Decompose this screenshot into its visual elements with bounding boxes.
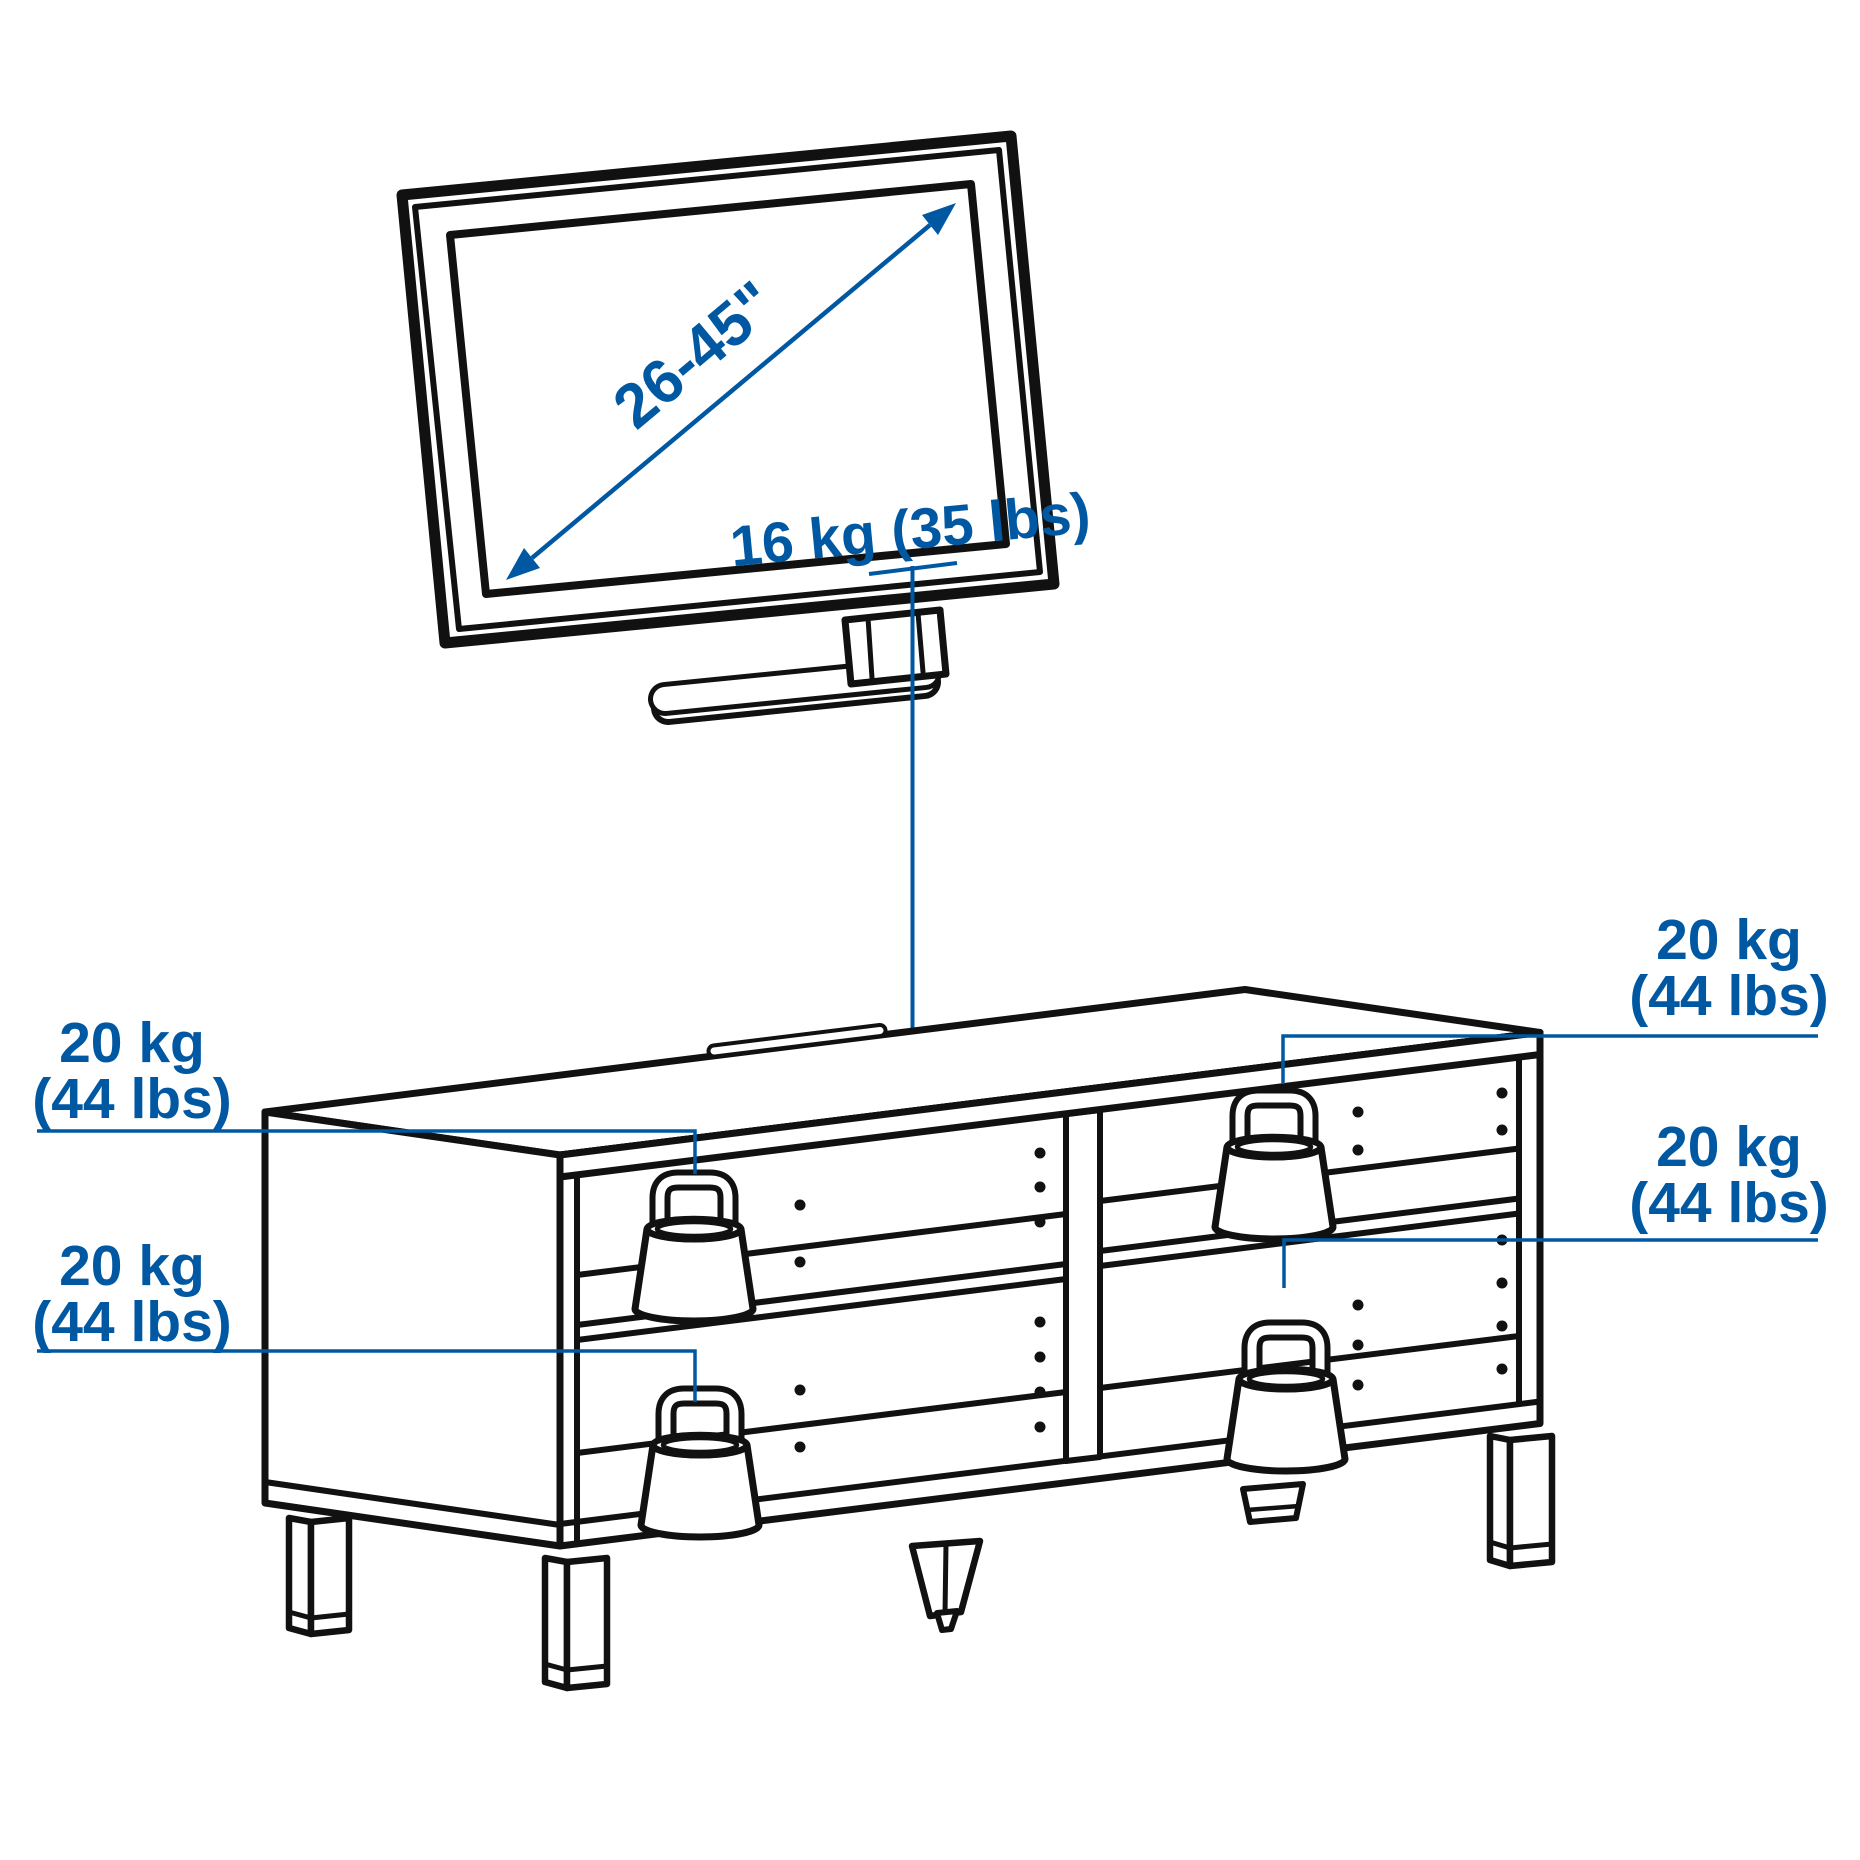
leader-lines [37,1034,1818,1402]
tv-bench [261,986,1556,1692]
tv-stand-neck [841,606,950,688]
tv-outer-frame [396,130,1060,649]
leg-back-middle [1240,1481,1306,1525]
tv-diagonal-arrow [506,203,956,580]
bench-left-side-panel [261,1108,564,1550]
bench-top-front-edge [556,1029,1544,1181]
leg-front-right [1486,1432,1556,1570]
label-top-left-lbs: (44 lbs) [32,1067,232,1131]
shelf-pin-holes [794,1087,1508,1453]
leader-bottom-right [1282,1238,1818,1288]
center-divider [1063,1107,1103,1464]
leg-middle-support [908,1537,984,1633]
tv [396,130,1060,725]
leg-front-left [541,1554,611,1692]
tv-screen [446,180,1010,598]
label-top-right-lbs: (44 lbs) [1629,964,1829,1028]
leader-top-left [37,1129,697,1174]
label-bottom-right-lbs: (44 lbs) [1629,1171,1829,1235]
label-top-left-kg: 20 kg [59,1011,205,1075]
label-bottom-left-lbs: (44 lbs) [32,1290,232,1354]
cable-outlet-slot [706,1023,888,1059]
leader-top-right [1281,1034,1818,1084]
label-top-right-kg: 20 kg [1656,908,1802,972]
bench-interior [556,1029,1544,1550]
bench-legs [285,1432,1556,1692]
tv-bezel-line [412,147,1043,632]
label-bottom-left-kg: 20 kg [59,1234,205,1298]
arrowhead-upper-right [922,203,956,235]
label-bottom-right-kg: 20 kg [1656,1115,1802,1179]
leader-bottom-left [37,1349,697,1402]
leg-back-left [285,1514,353,1638]
arrowhead-lower-left [506,548,540,580]
